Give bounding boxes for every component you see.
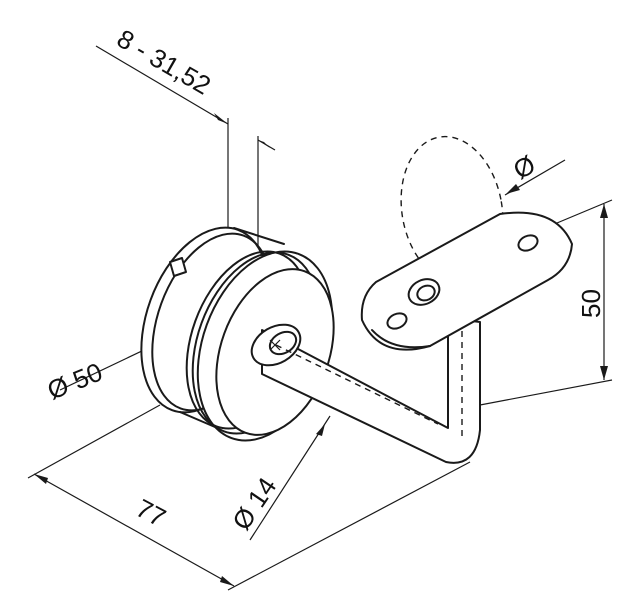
dim-glass-range: 8 - 31,52 — [95, 23, 276, 248]
wall-disc — [140, 226, 335, 442]
dim-label-base-diameter: Ø 50 — [43, 357, 107, 406]
rod — [250, 317, 481, 464]
dim-label-height: 50 — [576, 289, 606, 318]
dim-label-glass-range: 8 - 31,52 — [112, 23, 216, 100]
saddle-plate — [360, 211, 573, 351]
dim-label-length: 77 — [131, 493, 171, 533]
dim-height: 50 — [479, 199, 613, 406]
dim-label-handrail-diameter: Ø — [508, 149, 541, 185]
